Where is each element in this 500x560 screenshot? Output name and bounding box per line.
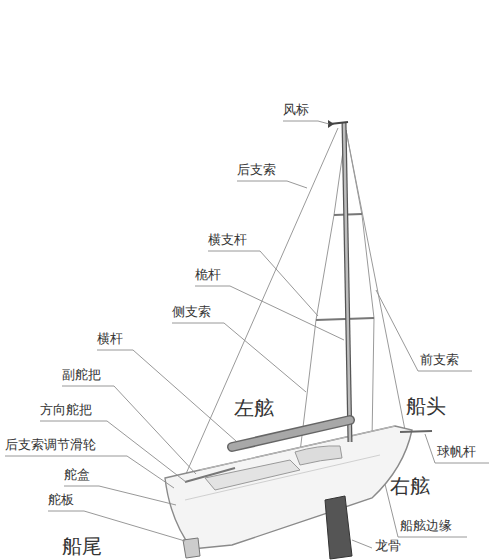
part-label: 舵板 [48, 492, 74, 508]
part-label: 左舷 [234, 396, 274, 420]
part-label: 桅杆 [195, 267, 221, 283]
part-label: 舵盒 [64, 467, 90, 483]
part-label: 船尾 [62, 534, 102, 558]
part-label: 副舵把 [62, 367, 101, 383]
part-label: 横支杆 [208, 232, 247, 248]
part-label: 后支索调节滑轮 [5, 437, 96, 453]
part-label: 船头 [406, 394, 446, 418]
part-label: 风标 [283, 102, 309, 118]
part-label: 后支索 [237, 162, 276, 178]
part-label: 方向舵把 [40, 402, 92, 418]
part-label: 侧支索 [172, 304, 211, 320]
part-label: 横杆 [97, 331, 123, 347]
part-label: 右舷 [390, 474, 430, 498]
part-label: 球帆杆 [437, 444, 476, 460]
part-label: 船舷边缘 [400, 518, 452, 534]
part-label: 前支索 [420, 352, 459, 368]
part-label: 龙骨 [375, 538, 401, 554]
